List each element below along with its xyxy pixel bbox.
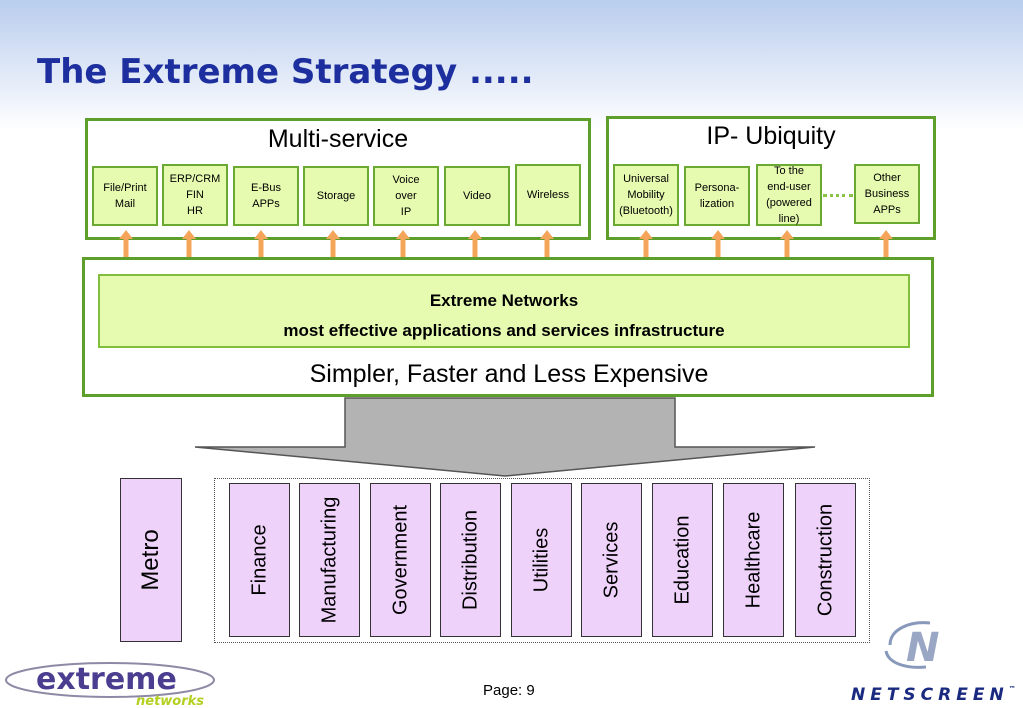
ip-label: Universal Mobility (Bluetooth) [619, 173, 673, 217]
ip-label: Persona- lization [694, 182, 740, 210]
header-background [0, 0, 1023, 130]
up-arrow-icon [468, 230, 482, 264]
service-label: File/Print Mail [103, 182, 147, 210]
slide-title: The Extreme Strategy ..... [37, 52, 534, 92]
infrastructure-line1: Extreme Networks [429, 291, 579, 310]
sector-label: Distribution [459, 509, 481, 611]
sector-label: Utilities [530, 527, 552, 593]
sector-box: Finance [229, 483, 290, 637]
infrastructure-banner: Extreme Networks most effective applicat… [98, 274, 910, 348]
ip-ubiquity-title: IP- Ubiquity [706, 122, 836, 150]
sector-box: Government [370, 483, 431, 637]
sector-box: Services [581, 483, 642, 637]
netscreen-trademark: ™ [1008, 685, 1016, 693]
svg-text:extreme: extreme [36, 662, 177, 697]
service-ebus: E-Bus APPs [233, 166, 299, 226]
netscreen-logo: NETSCREEN™ [851, 685, 1016, 705]
service-label: ERP/CRM FIN HR [169, 173, 221, 217]
svg-text:networks: networks [136, 694, 204, 708]
page-number: Page: 9 [483, 682, 535, 699]
service-label: Wireless [526, 189, 570, 201]
sector-box: Distribution [440, 483, 501, 637]
sector-label: Finance [248, 524, 270, 596]
ip-other-business-apps: Other Business APPs [854, 164, 920, 224]
sector-label: Construction [814, 503, 836, 617]
service-label: Video [463, 190, 491, 202]
ip-to-end-user: To the end-user (powered line) [756, 164, 822, 226]
up-arrow-icon [254, 230, 268, 264]
sector-label: Healthcare [742, 511, 764, 609]
up-arrow-icon [540, 230, 554, 264]
netscreen-wordmark: NETSCREEN [851, 685, 1009, 705]
svg-text:N: N [906, 625, 939, 671]
service-storage: Storage [303, 166, 369, 226]
ip-label: Other Business APPs [864, 172, 910, 216]
netscreen-mark-logo: N [884, 621, 939, 671]
up-arrow-icon [396, 230, 410, 264]
up-arrow-icon [711, 230, 725, 264]
ip-universal-mobility: Universal Mobility (Bluetooth) [613, 164, 679, 226]
tagline: Simpler, Faster and Less Expensive [309, 360, 709, 388]
sector-label: Government [389, 504, 411, 616]
sector-box: Education [652, 483, 713, 637]
sectors-frame [214, 478, 870, 643]
multi-service-title: Multi-service [267, 125, 409, 153]
extreme-networks-logo: extreme networks [5, 662, 215, 708]
up-arrow-icon [780, 230, 794, 264]
service-video: Video [444, 166, 510, 226]
service-erp-crm: ERP/CRM FIN HR [162, 164, 228, 226]
sector-box: Construction [795, 483, 856, 637]
metro-label: Metro [137, 529, 164, 591]
service-label: E-Bus APPs [251, 182, 281, 210]
up-arrow-icon [879, 230, 893, 264]
metro-box: Metro [120, 478, 182, 642]
sector-label: Manufacturing [318, 496, 340, 624]
sector-box: Healthcare [723, 483, 784, 637]
service-file-print-mail: File/Print Mail [92, 166, 158, 226]
dotted-connector [823, 194, 853, 197]
ip-personalization: Persona- lization [684, 166, 750, 226]
up-arrow-icon [639, 230, 653, 264]
service-voip: Voice over IP [373, 166, 439, 226]
sector-label: Services [600, 521, 622, 599]
service-label: Voice over IP [392, 174, 420, 218]
up-arrow-icon [182, 230, 196, 264]
sector-box: Utilities [511, 483, 572, 637]
sector-label: Education [671, 515, 693, 605]
up-arrow-icon [326, 230, 340, 264]
infrastructure-line2: most effective applications and services… [283, 321, 725, 340]
service-label: Storage [316, 190, 356, 202]
ip-label: To the end-user (powered line) [766, 165, 812, 225]
service-wireless: Wireless [515, 164, 581, 226]
sector-box: Manufacturing [299, 483, 360, 637]
up-arrow-icon [119, 230, 133, 264]
